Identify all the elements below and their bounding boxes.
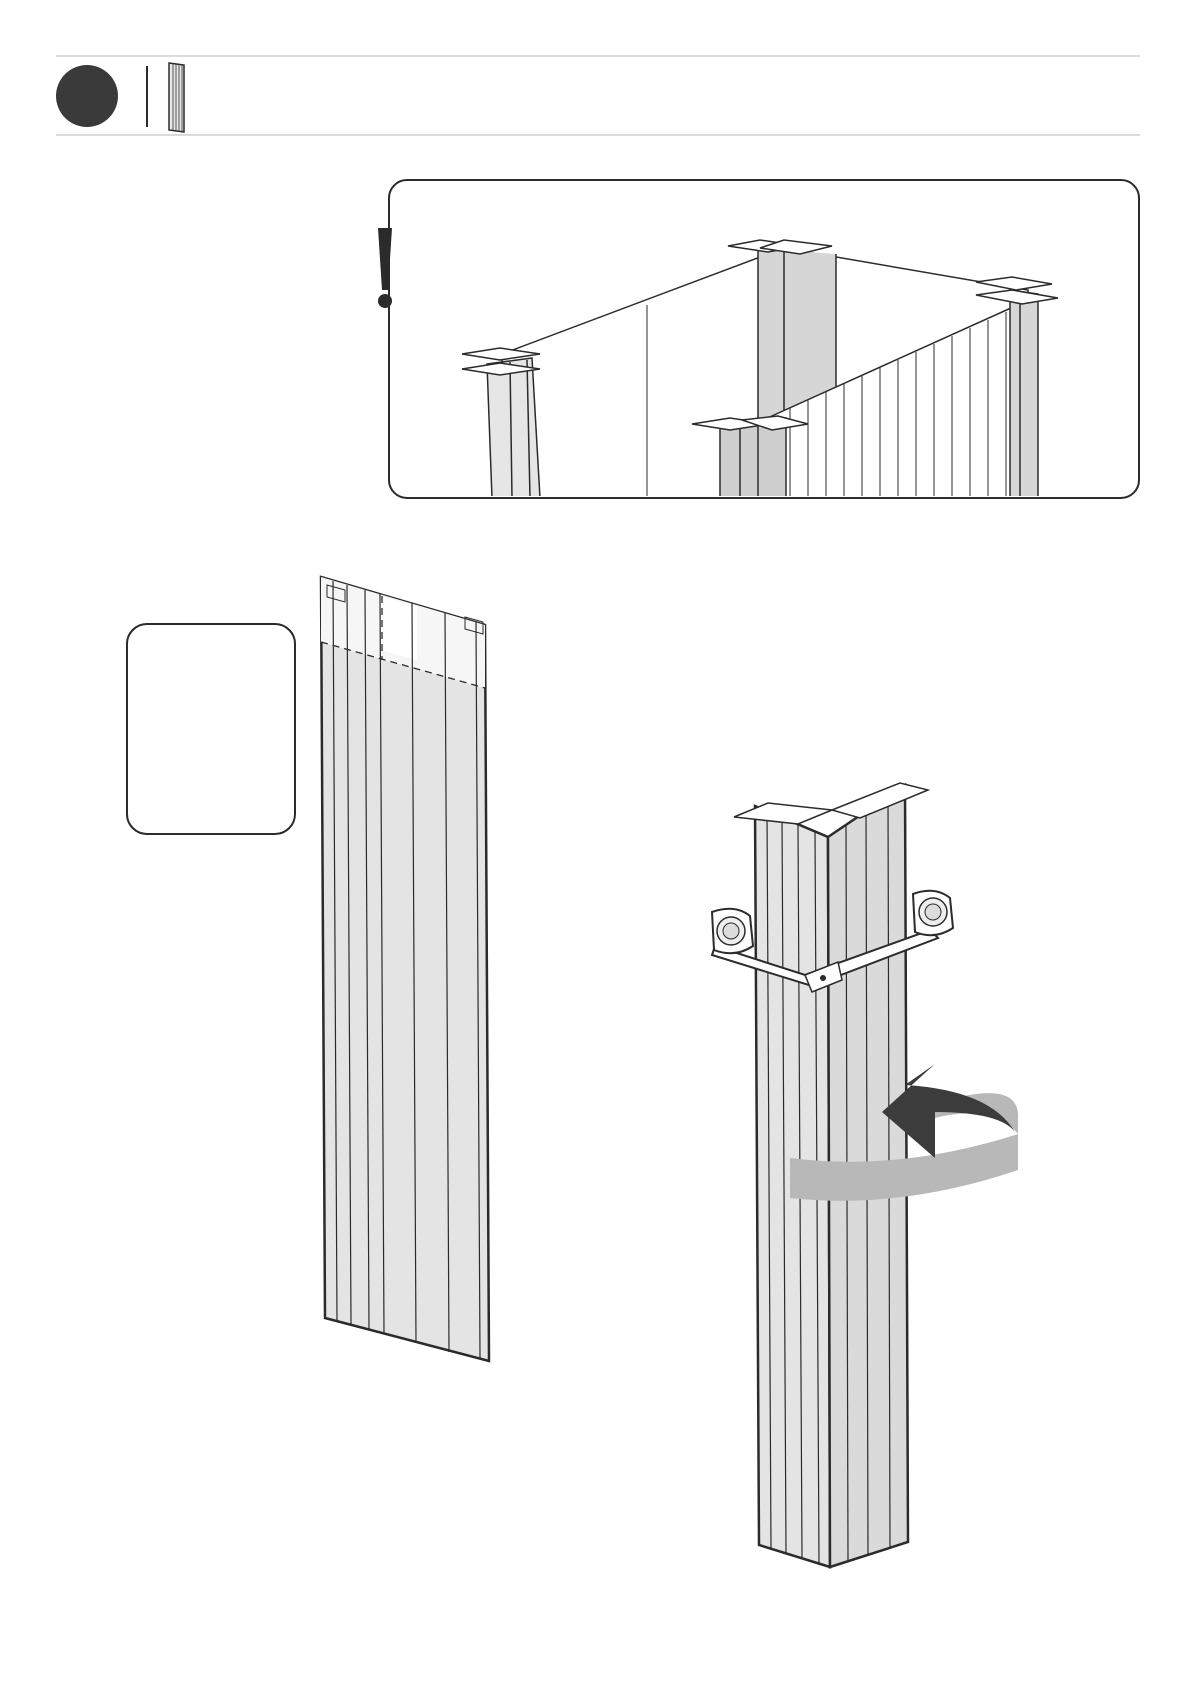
part-thumbnail-icon [169, 63, 184, 132]
right-clamp-knob [913, 891, 953, 935]
step-circle-icon [56, 65, 118, 127]
info-box [127, 624, 295, 834]
wall-panel-illustration [321, 577, 489, 1361]
left-clamp-knob [712, 909, 753, 953]
